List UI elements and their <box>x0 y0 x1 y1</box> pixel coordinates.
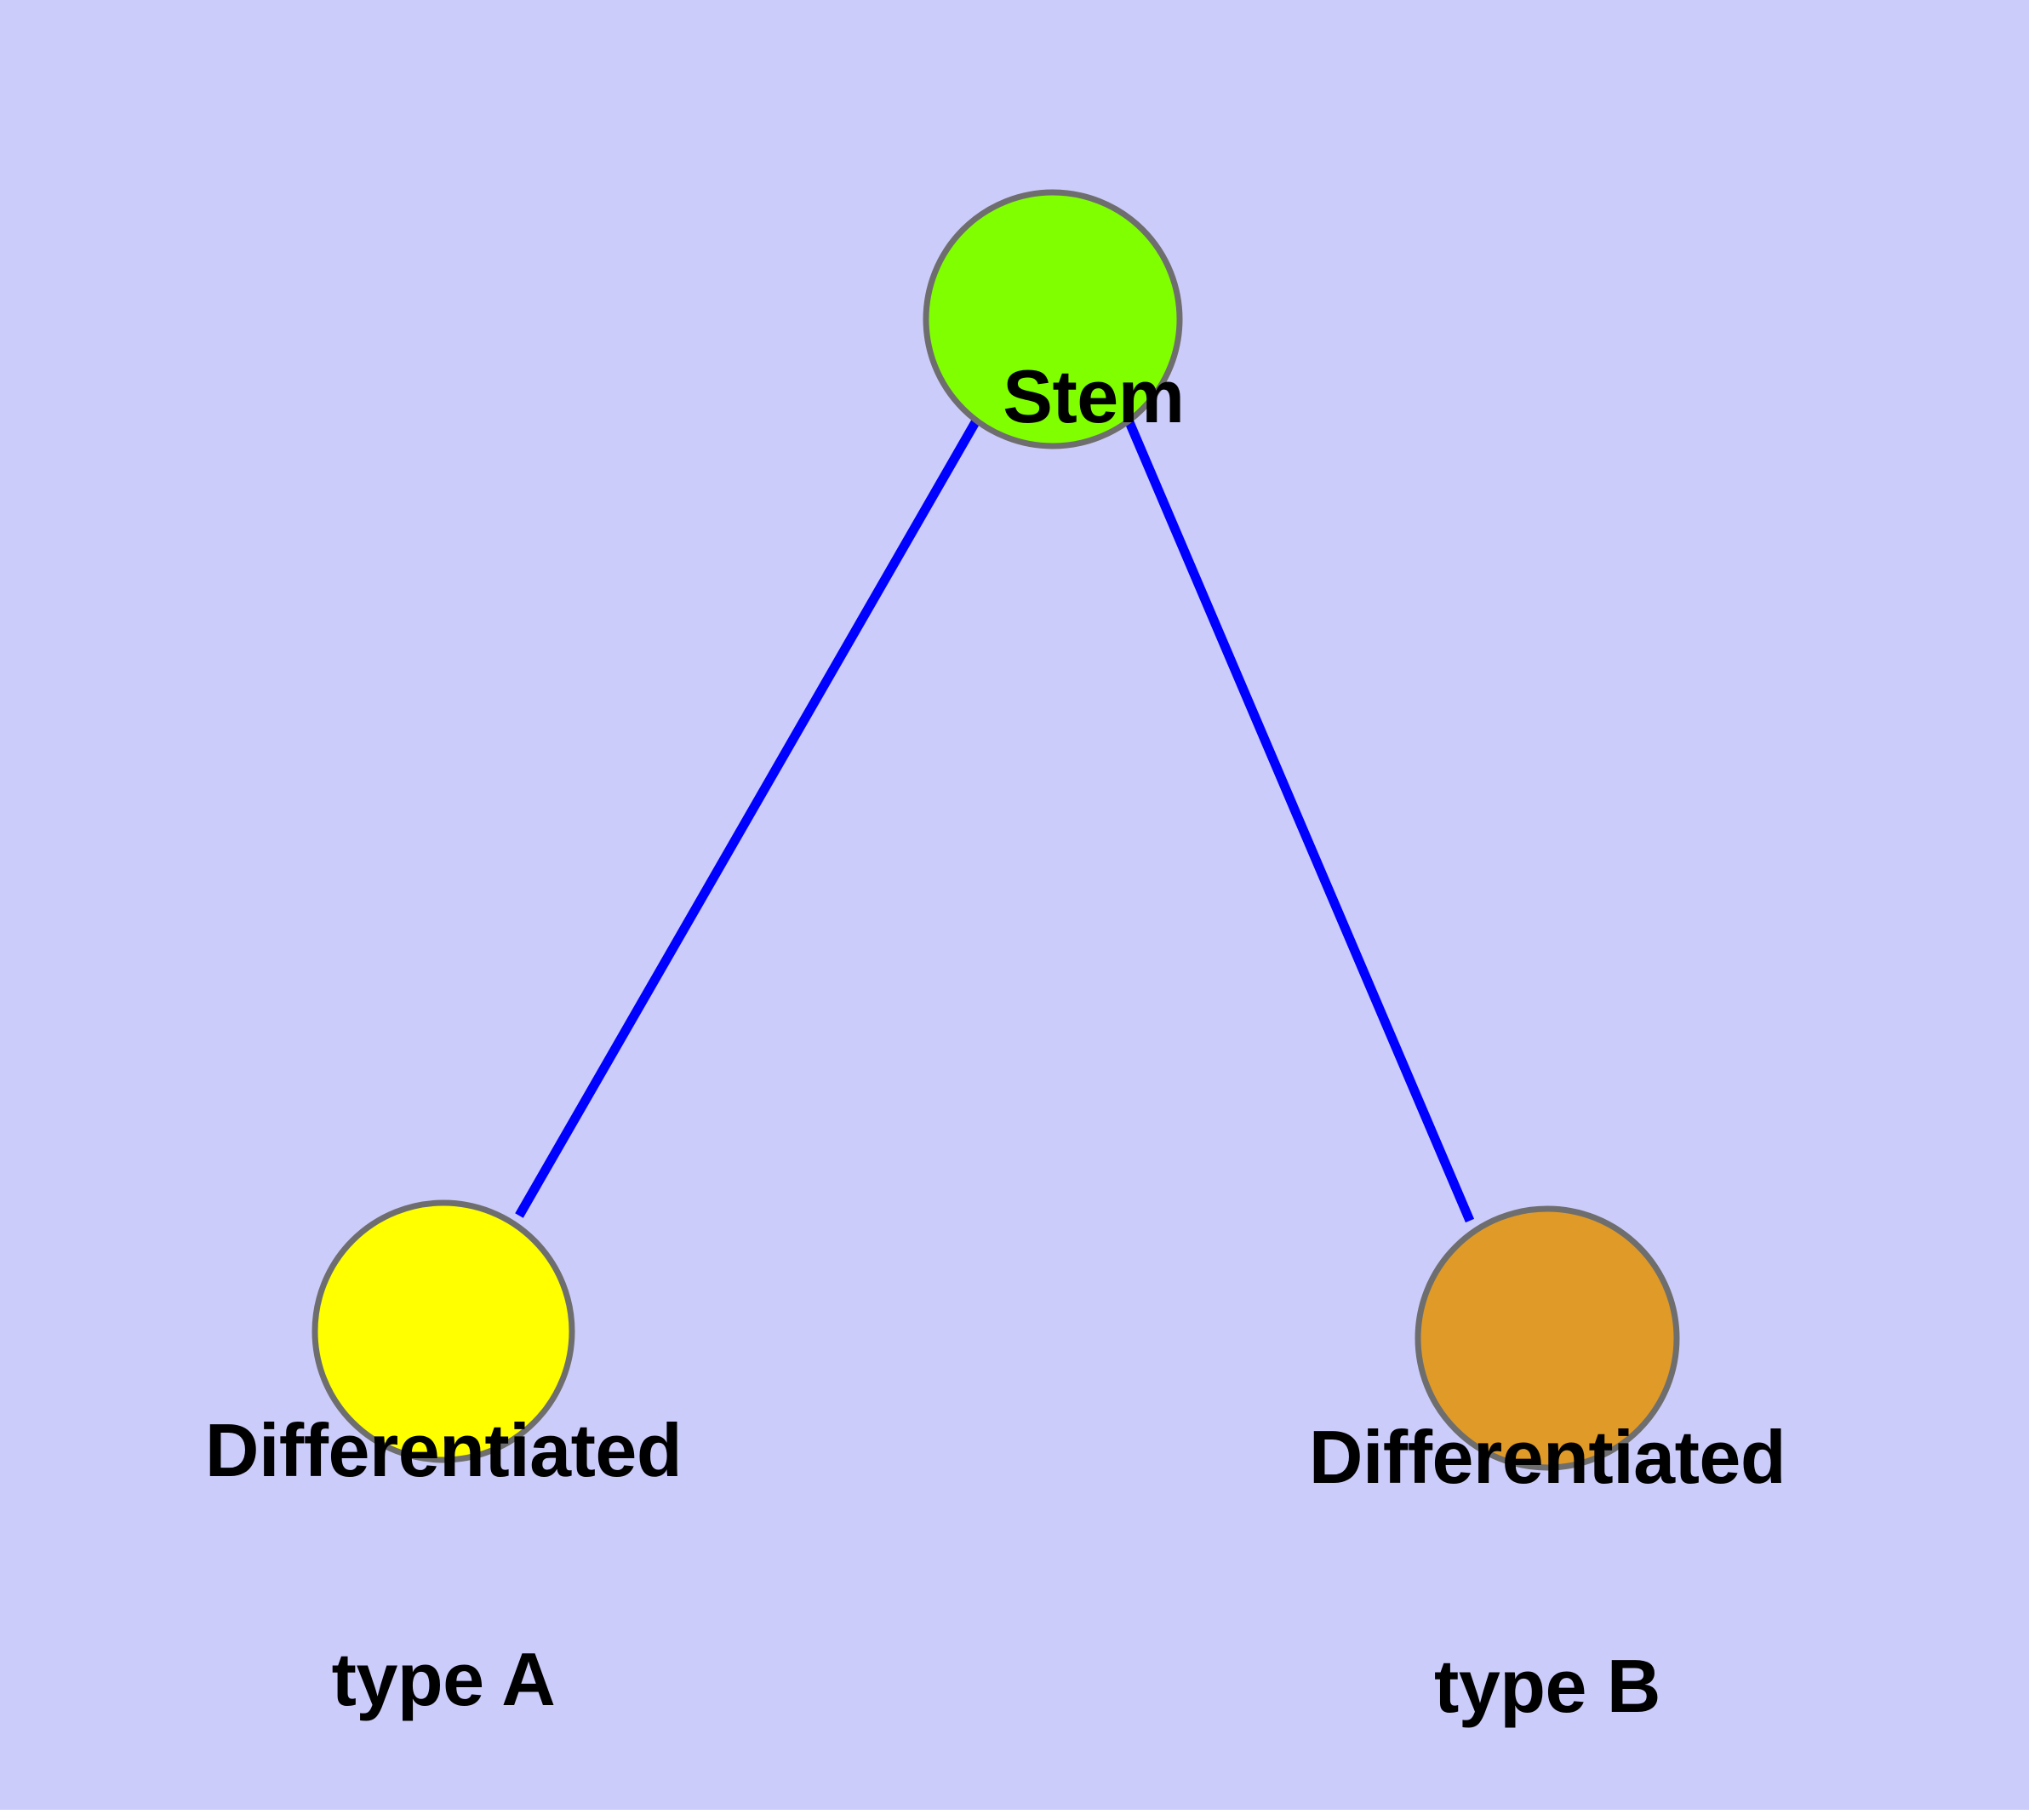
node-layer <box>311 189 1680 1471</box>
edge-layer <box>515 420 1475 1223</box>
node-stem[interactable] <box>923 189 1183 449</box>
edge-stem-to-diff-b[interactable] <box>1124 420 1475 1223</box>
node-differentiated-type-a[interactable] <box>311 1199 575 1463</box>
node-differentiated-type-b[interactable] <box>1415 1205 1680 1471</box>
edge-stem-to-diff-a[interactable] <box>515 420 980 1218</box>
